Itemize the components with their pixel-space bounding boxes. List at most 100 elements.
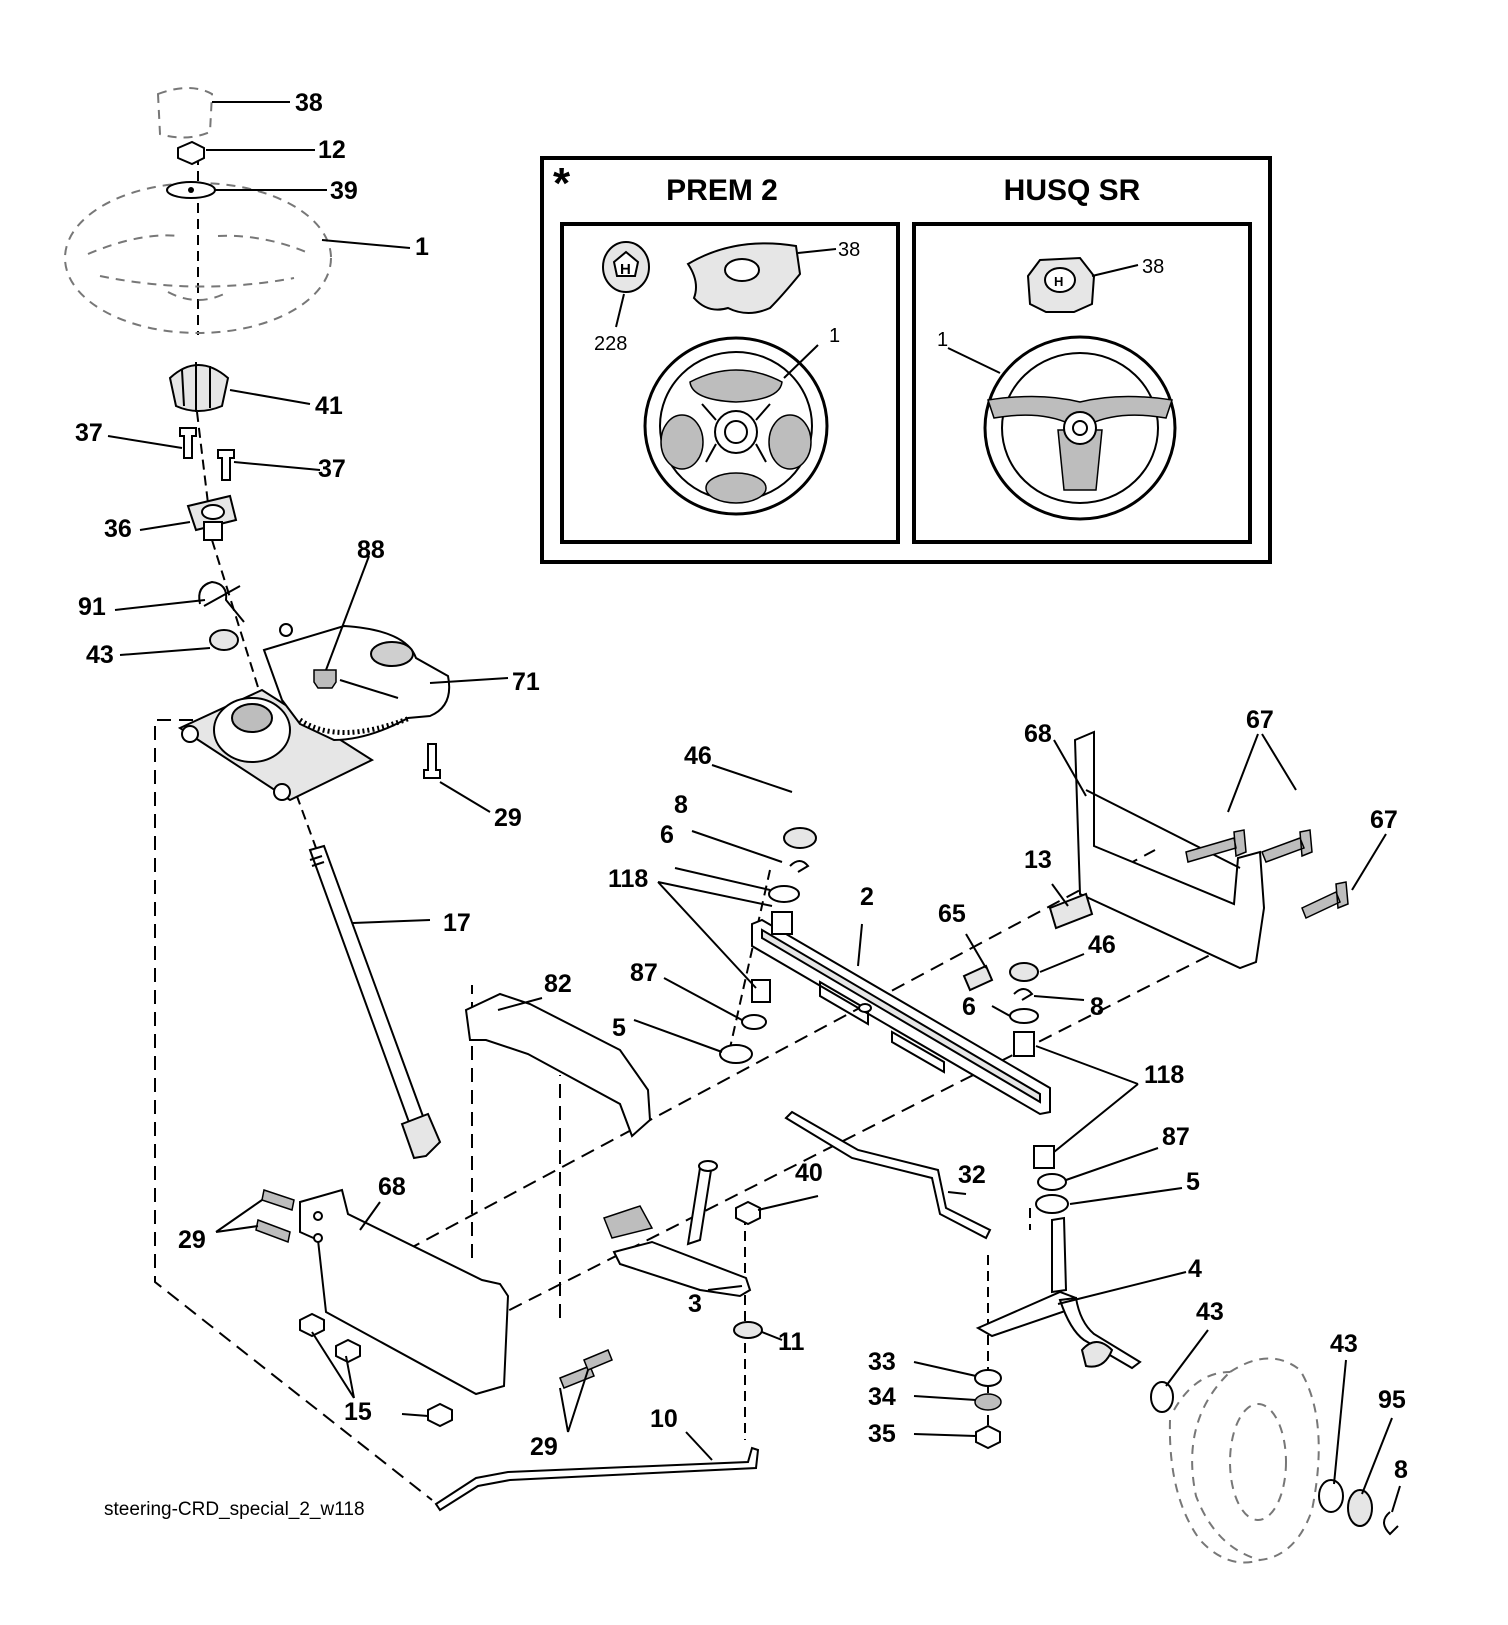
grease-fitting-88	[313, 669, 337, 689]
husqvarna-logo-icon: H	[1054, 274, 1063, 289]
steering-shaft-17	[308, 844, 442, 1160]
husq-sr-panel	[912, 222, 1252, 544]
bolt-29-upper	[423, 743, 441, 779]
callout-15: 15	[344, 1398, 372, 1426]
callout-35: 35	[868, 1420, 896, 1448]
callout-11: 11	[778, 1328, 805, 1356]
washer-11	[733, 1321, 763, 1339]
callout-87-b: 87	[1162, 1123, 1190, 1151]
spacer-13	[1048, 892, 1094, 930]
callout-91: 91	[78, 593, 106, 621]
wheel-tire-icon	[1168, 1357, 1320, 1564]
washer-33	[974, 1369, 1002, 1387]
husq-sr-hub-cover: H	[1026, 256, 1096, 313]
bolt-29-lower-b	[255, 1218, 291, 1244]
pivot-bolt-67-b	[1261, 829, 1313, 863]
inset-title-prem2: PREM 2	[666, 174, 778, 207]
callout-43-c: 43	[1330, 1330, 1358, 1358]
callout-4: 4	[1188, 1255, 1202, 1283]
callout-8-b: 8	[1090, 993, 1104, 1021]
callout-46-a: 46	[684, 742, 712, 770]
callout-34: 34	[868, 1383, 896, 1411]
washer-5-right	[1035, 1194, 1069, 1214]
callout-32: 32	[958, 1161, 986, 1189]
steering-gear-71	[177, 623, 451, 802]
nut-35	[975, 1424, 1001, 1450]
bushing-65	[962, 964, 994, 992]
callout-71: 71	[512, 668, 540, 696]
steering-adapter-41	[168, 362, 230, 412]
callout-labels: 38 12 39 1 41 37 37 36 88 91 43 71 29 17…	[75, 89, 1408, 1484]
callout-29-a: 29	[494, 804, 522, 832]
bolt-37-a	[179, 427, 197, 459]
bolt-29-lower-c	[559, 1365, 595, 1389]
prem2-steering-wheel-icon	[643, 336, 829, 516]
callout-17: 17	[443, 909, 471, 937]
bushing-118-right-b	[1033, 1145, 1055, 1169]
axle-bracket-68-front	[299, 1188, 510, 1396]
svg-text:H: H	[620, 261, 631, 278]
prem2-emblem-icon: H	[602, 241, 650, 293]
washer-6-right	[1009, 1008, 1039, 1024]
nut-15-b	[335, 1338, 361, 1364]
callout-41: 41	[315, 392, 343, 420]
callout-37-a: 37	[75, 419, 103, 447]
nut-40	[735, 1200, 761, 1226]
tie-rod-32	[784, 1110, 992, 1240]
callout-37-b: 37	[318, 455, 346, 483]
callout-68-b: 68	[378, 1173, 406, 1201]
washer-95	[1347, 1489, 1373, 1527]
washer-6-left	[768, 885, 800, 903]
prem2-callout-228: 228	[594, 333, 627, 355]
cap-46-right	[1009, 962, 1039, 982]
nut-15-c	[427, 1402, 453, 1428]
callout-8-c: 8	[1394, 1456, 1408, 1484]
steering-assembly: 38 12 39 1 41 37 37 36 88 91 43 71 29 17…	[64, 87, 1408, 1564]
steering-arm-3	[603, 1160, 752, 1298]
callout-67-a: 67	[1246, 706, 1274, 734]
callout-6-b: 6	[962, 993, 976, 1021]
e-ring-8-wheel	[1383, 1511, 1399, 1536]
callout-67-b: 67	[1370, 806, 1398, 834]
washer-39	[166, 181, 216, 199]
callout-5-b: 5	[1186, 1168, 1200, 1196]
leader-lines	[107, 101, 1401, 1513]
variant-inset: * PREM 2 HUSQ SR H 228 38 1	[540, 156, 1272, 564]
prem2-callout-1: 1	[829, 325, 840, 347]
pivot-bolt-67-a	[1185, 829, 1247, 863]
washer-43-wheel	[1318, 1479, 1344, 1513]
callout-29-b: 29	[178, 1226, 206, 1254]
callout-82: 82	[544, 970, 572, 998]
washer-5-left	[719, 1044, 753, 1064]
prem2-callout-38: 38	[838, 239, 860, 261]
callout-5-a: 5	[612, 1014, 626, 1042]
callout-2: 2	[860, 883, 874, 911]
callout-29-c: 29	[530, 1433, 558, 1461]
hairpin-91	[198, 580, 245, 623]
nut-15-a	[299, 1312, 325, 1338]
callout-43-b: 43	[1196, 1298, 1224, 1326]
callout-87-a: 87	[630, 959, 658, 987]
washer-43-axle	[1150, 1381, 1174, 1413]
bolt-29-lower-d	[583, 1349, 613, 1371]
callout-33: 33	[868, 1348, 896, 1376]
washer-87-left	[741, 1014, 767, 1030]
callout-88: 88	[357, 536, 385, 564]
callout-68-a: 68	[1024, 720, 1052, 748]
callout-95: 95	[1378, 1386, 1406, 1414]
pivot-bolt-67-c	[1301, 881, 1349, 920]
bushing-118-right-a	[1013, 1031, 1035, 1057]
callout-65: 65	[938, 900, 966, 928]
callout-43-a: 43	[86, 641, 114, 669]
front-axle-2	[751, 918, 1051, 1116]
bolt-29-lower-a	[261, 1189, 295, 1211]
inset-asterisk: *	[553, 159, 571, 208]
callout-39: 39	[330, 177, 358, 205]
e-ring-8-left	[789, 860, 810, 873]
callout-46-b: 46	[1088, 931, 1116, 959]
husq-sr-steering-wheel-icon	[983, 335, 1177, 521]
bolt-37-b	[217, 449, 235, 481]
diagram-footer: steering-CRD_special_2_w118	[104, 1499, 365, 1520]
lockwasher-34	[974, 1393, 1002, 1411]
